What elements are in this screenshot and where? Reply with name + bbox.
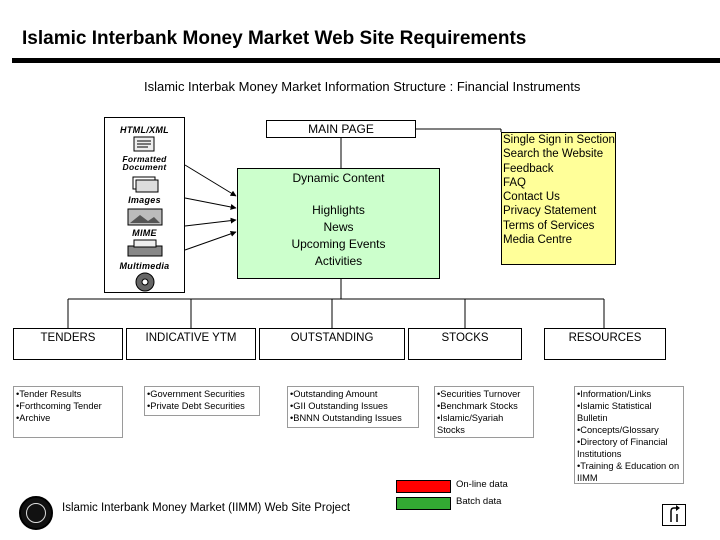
seal-logo [19, 496, 53, 530]
link-feedback: Feedback [503, 162, 554, 175]
stocks-items: •Securities Turnover •Benchmark Stocks •… [434, 386, 534, 438]
dynamic-item-activities: Activities [314, 254, 363, 268]
ytm-item-government: Government Securities [150, 389, 245, 399]
resources-item-training: Training & Education on IIMM [577, 461, 680, 483]
link-contact-us: Contact Us [503, 191, 560, 204]
legend-online-swatch [396, 480, 451, 493]
link-privacy: Privacy Statement [503, 205, 597, 218]
main-page-box: MAIN PAGE [266, 120, 416, 138]
resources-items: •Information/Links •Islamic Statistical … [574, 386, 684, 484]
outstanding-item-amount: Outstanding Amount [293, 389, 378, 399]
stocks-item-syariah: Islamic/Syariah Stocks [437, 413, 504, 435]
dynamic-item-upcoming-events: Upcoming Events [291, 237, 386, 251]
link-single-sign-in: Single Sign in Section [503, 134, 615, 146]
image-icon [127, 208, 162, 226]
disc-icon [135, 272, 154, 292]
legend-batch-label: Batch data [456, 496, 502, 507]
dynamic-item-highlights: Highlights [312, 203, 365, 217]
content-types-panel: HTML/XML Formatted Document Images MIME … [104, 117, 185, 293]
link-faq: FAQ [503, 176, 527, 189]
printer-icon [127, 239, 162, 257]
dynamic-content-title: Dynamic Content [292, 171, 385, 185]
stocks-item-turnover: Securities Turnover [440, 389, 521, 399]
legend-online-label: On-line data [456, 479, 508, 490]
category-tenders: TENDERS [13, 328, 123, 360]
resources-item-links: Information/Links [580, 389, 652, 399]
link-media-centre: Media Centre [503, 234, 573, 247]
dynamic-content-list: Highlights News Upcoming Events Activiti… [238, 202, 439, 270]
link-search: Search the Website [503, 148, 604, 161]
outstanding-items: •Outstanding Amount •GII Outstanding Iss… [287, 386, 419, 428]
link-terms: Terms of Services [503, 219, 595, 232]
legend-batch-swatch [396, 497, 451, 510]
category-indicative-ytm: INDICATIVE YTM [126, 328, 256, 360]
arrow-content-4 [184, 230, 237, 251]
arrow-content-1 [184, 164, 237, 197]
return-arrow-icon[interactable] [662, 504, 686, 526]
category-stocks: STOCKS [408, 328, 522, 360]
category-resources: RESOURCES [544, 328, 666, 360]
title-divider [12, 58, 720, 63]
static-links-box: Single Sign in Section Search the Websit… [501, 132, 616, 265]
dynamic-content-box: Dynamic Content Highlights News Upcoming… [237, 168, 440, 279]
arrow-content-2 [184, 197, 237, 210]
arrow-content-3 [184, 217, 237, 227]
outstanding-item-gii: GII Outstanding Issues [293, 401, 388, 411]
project-name: Islamic Interbank Money Market (IIMM) We… [62, 502, 351, 514]
ytm-item-private-debt: Private Debt Securities [150, 401, 245, 411]
outstanding-item-bnnn: BNNN Outstanding Issues [293, 413, 402, 423]
stacked-pages-icon [132, 176, 158, 193]
content-type-multimedia: Multimedia [119, 261, 170, 271]
document-icon [133, 136, 154, 152]
stocks-item-benchmark: Benchmark Stocks [440, 401, 518, 411]
tender-item-archive: Archive [19, 413, 51, 423]
resources-item-directory: Directory of Financial Institutions [577, 437, 668, 459]
indicative-ytm-items: •Government Securities •Private Debt Sec… [144, 386, 260, 416]
page-title: Islamic Interbank Money Market Web Site … [22, 28, 527, 49]
content-type-formatted-document: Formatted Document [122, 154, 167, 172]
content-type-images: Images [128, 195, 161, 205]
content-type-html-xml: HTML/XML [120, 125, 169, 135]
resources-item-glossary: Concepts/Glossary [580, 425, 659, 435]
dynamic-item-news: News [323, 220, 354, 234]
diagram-subtitle: Islamic Interbak Money Market Informatio… [144, 79, 581, 94]
tender-item-forthcoming: Forthcoming Tender [19, 401, 102, 411]
tender-item-results: Tender Results [19, 389, 82, 399]
content-type-mime: MIME [132, 228, 157, 238]
resources-item-bulletin: Islamic Statistical Bulletin [577, 401, 652, 423]
category-outstanding: OUTSTANDING [259, 328, 405, 360]
tenders-items: •Tender Results •Forthcoming Tender •Arc… [13, 386, 123, 438]
